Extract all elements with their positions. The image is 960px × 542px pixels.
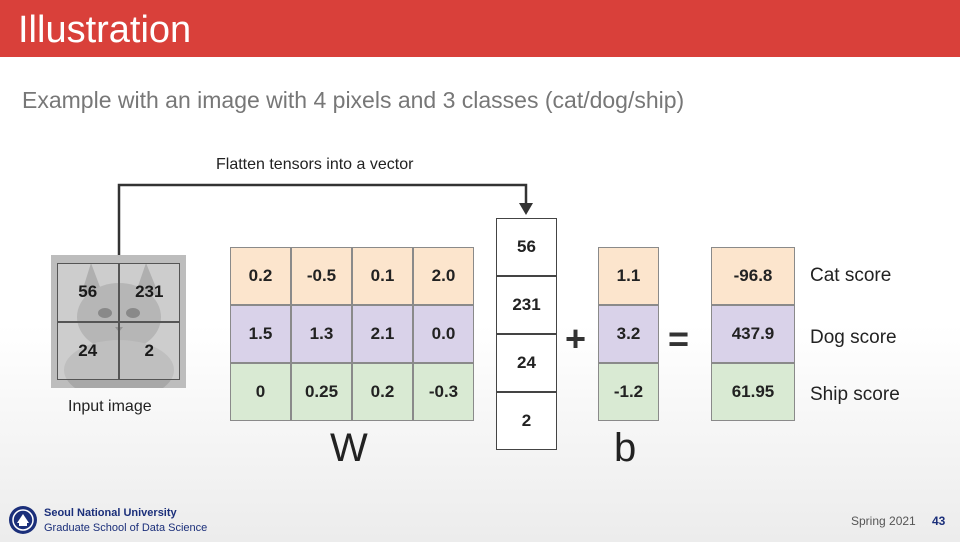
university-name: Seoul National University bbox=[44, 507, 177, 519]
cat-score-label: Cat score bbox=[810, 265, 891, 287]
weight-cell: 0.2 bbox=[230, 247, 291, 305]
weight-cell: 2.0 bbox=[413, 247, 474, 305]
pixel-cell: 24 bbox=[57, 322, 119, 381]
vector-cell: 56 bbox=[496, 218, 557, 276]
weight-cell: 1.3 bbox=[291, 305, 352, 363]
term-label: Spring 2021 bbox=[851, 514, 916, 528]
bias-label: b bbox=[614, 426, 636, 471]
pixel-cell: 2 bbox=[119, 322, 181, 381]
weight-cell: 1.5 bbox=[230, 305, 291, 363]
score-cell: 437.9 bbox=[711, 305, 795, 363]
score-vector: -96.8 437.9 61.95 bbox=[711, 247, 795, 421]
vector-cell: 24 bbox=[496, 334, 557, 392]
weight-matrix: 0.2 -0.5 0.1 2.0 1.5 1.3 2.1 0.0 0 0.25 … bbox=[230, 247, 474, 421]
flatten-label: Flatten tensors into a vector bbox=[216, 156, 413, 174]
weight-cell: -0.5 bbox=[291, 247, 352, 305]
bias-cell: -1.2 bbox=[598, 363, 659, 421]
weight-cell: 0.0 bbox=[413, 305, 474, 363]
university-seal-icon bbox=[8, 505, 38, 535]
dog-score-label: Dog score bbox=[810, 327, 897, 349]
weight-cell: 2.1 bbox=[352, 305, 413, 363]
weight-cell: 0 bbox=[230, 363, 291, 421]
input-vector: 56 231 24 2 bbox=[496, 218, 557, 450]
input-image: 56 231 24 2 bbox=[51, 255, 186, 388]
page-number: 43 bbox=[932, 514, 945, 528]
bias-cell: 1.1 bbox=[598, 247, 659, 305]
weight-cell: 0.25 bbox=[291, 363, 352, 421]
pixel-cell: 231 bbox=[119, 263, 181, 322]
weight-cell: -0.3 bbox=[413, 363, 474, 421]
vector-cell: 231 bbox=[496, 276, 557, 334]
pixel-grid: 56 231 24 2 bbox=[57, 263, 180, 380]
pixel-cell: 56 bbox=[57, 263, 119, 322]
equals-sign: = bbox=[668, 318, 689, 360]
school-name: Graduate School of Data Science bbox=[44, 522, 207, 534]
weight-cell: 0.1 bbox=[352, 247, 413, 305]
bias-cell: 3.2 bbox=[598, 305, 659, 363]
weight-cell: 0.2 bbox=[352, 363, 413, 421]
ship-score-label: Ship score bbox=[810, 384, 900, 406]
score-cell: 61.95 bbox=[711, 363, 795, 421]
score-cell: -96.8 bbox=[711, 247, 795, 305]
bias-vector: 1.1 3.2 -1.2 bbox=[598, 247, 659, 421]
plus-sign: + bbox=[565, 318, 586, 360]
vector-cell: 2 bbox=[496, 392, 557, 450]
weight-label: W bbox=[330, 426, 368, 471]
input-image-caption: Input image bbox=[68, 398, 152, 416]
